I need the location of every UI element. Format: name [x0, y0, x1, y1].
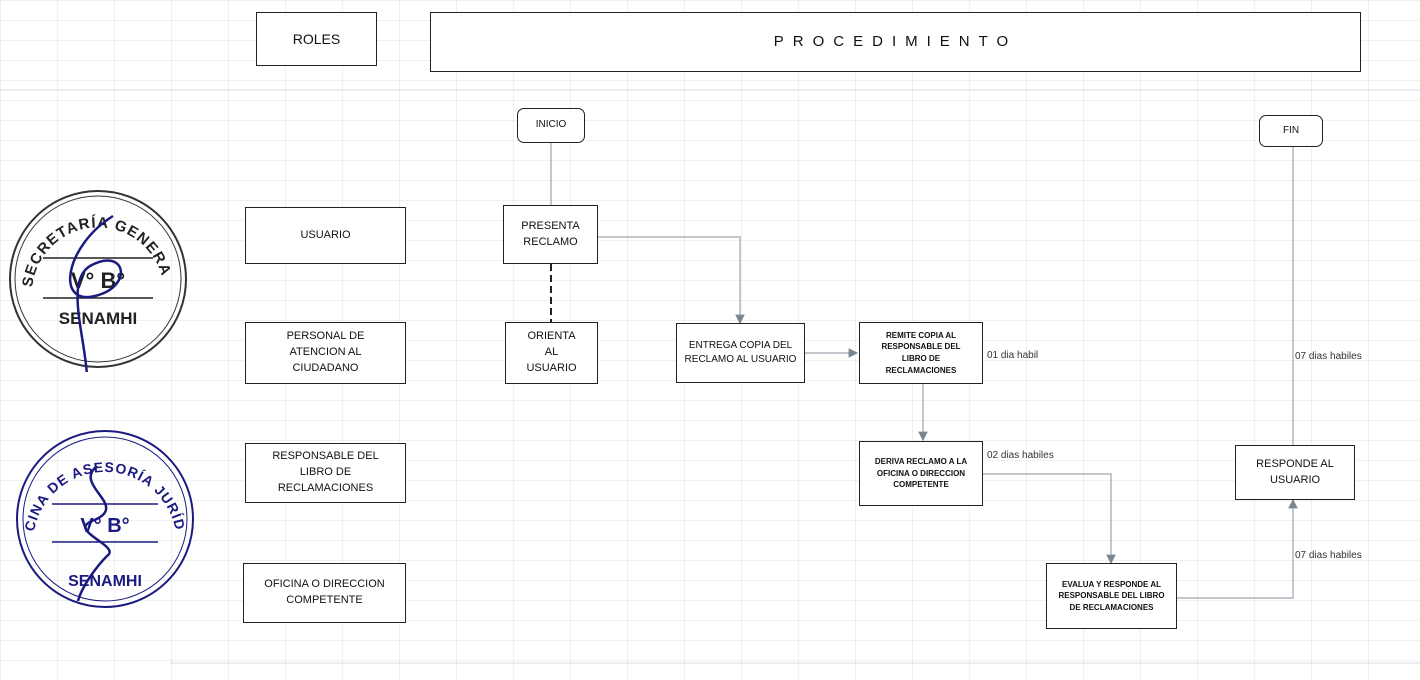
line-deriva-evalua [983, 473, 1116, 565]
seal2-signature [76, 465, 111, 602]
role-personal-atencion: PERSONAL DE ATENCION AL CIUDADANO [245, 322, 406, 384]
role-responsable-libro-label: RESPONSABLE DEL LIBRO DE RECLAMACIONES [272, 450, 379, 494]
oficina-asesoria-juridica-seal: OFICINA DE ASESORÍA JURÍDICA V° B° SENAM… [12, 426, 194, 608]
roles-header-label: ROLES [292, 30, 341, 47]
line-evalua-responde [1177, 498, 1298, 599]
duration-fin: 07 dias habiles [1295, 351, 1362, 362]
terminal-fin: FIN [1259, 115, 1323, 147]
step-presenta-reclamo: PRESENTA RECLAMO [503, 205, 598, 264]
step-presenta-reclamo-label: PRESENTA RECLAMO [521, 219, 580, 248]
role-usuario-label: USUARIO [300, 228, 351, 241]
step-responde-usuario: RESPONDE AL USUARIO [1235, 445, 1355, 500]
step-orienta-usuario-label: ORIENTA AL USUARIO [526, 330, 577, 374]
duration-remite: 01 dia habil [987, 350, 1039, 361]
step-responde-usuario-label: RESPONDE AL USUARIO [1256, 457, 1334, 486]
procedure-header-label: PROCEDIMIENTO [773, 33, 1018, 51]
terminal-inicio: INICIO [517, 108, 585, 143]
role-oficina-competente: OFICINA O DIRECCION COMPETENTE [243, 563, 406, 623]
procedure-header: PROCEDIMIENTO [430, 12, 1361, 72]
line-presenta-entrega [598, 236, 745, 325]
terminal-fin-label: FIN [1282, 124, 1300, 136]
step-deriva-reclamo-label: DERIVA RECLAMO A LA OFICINA O DIRECCION … [874, 457, 968, 490]
seal2-bottom-text: SENAMHI [68, 573, 142, 590]
role-usuario: USUARIO [245, 207, 406, 264]
seal2-middle-text: V° B° [80, 515, 129, 537]
step-remite-copia: REMITE COPIA AL RESPONSABLE DEL LIBRO DE… [859, 322, 983, 384]
role-personal-atencion-label: PERSONAL DE ATENCION AL CIUDADANO [286, 330, 365, 374]
step-orienta-usuario: ORIENTA AL USUARIO [505, 322, 598, 384]
role-oficina-competente-label: OFICINA O DIRECCION COMPETENTE [264, 578, 385, 606]
duration-evalua: 07 dias habiles [1295, 550, 1362, 561]
secretaria-general-seal: SECRETARÍA GENERAL V° B° SENAMHI [5, 186, 187, 372]
terminal-inicio-label: INICIO [535, 119, 567, 131]
duration-deriva: 02 dias habiles [987, 450, 1054, 461]
role-responsable-libro: RESPONSABLE DEL LIBRO DE RECLAMACIONES [245, 443, 406, 503]
seal1-signature [69, 214, 123, 372]
step-deriva-reclamo: DERIVA RECLAMO A LA OFICINA O DIRECCION … [859, 441, 983, 506]
step-entrega-copia-label: ENTREGA COPIA DEL RECLAMO AL USUARIO [684, 339, 797, 366]
step-evalua-responde: EVALUA Y RESPONDE AL RESPONSABLE DEL LIB… [1046, 563, 1177, 629]
step-evalua-responde-label: EVALUA Y RESPONDE AL RESPONSABLE DEL LIB… [1058, 579, 1165, 612]
step-remite-copia-label: REMITE COPIA AL RESPONSABLE DEL LIBRO DE… [881, 330, 961, 375]
seal1-bottom-text: SENAMHI [59, 309, 137, 328]
roles-header: ROLES [256, 12, 377, 66]
step-entrega-copia: ENTREGA COPIA DEL RECLAMO AL USUARIO [676, 323, 805, 383]
